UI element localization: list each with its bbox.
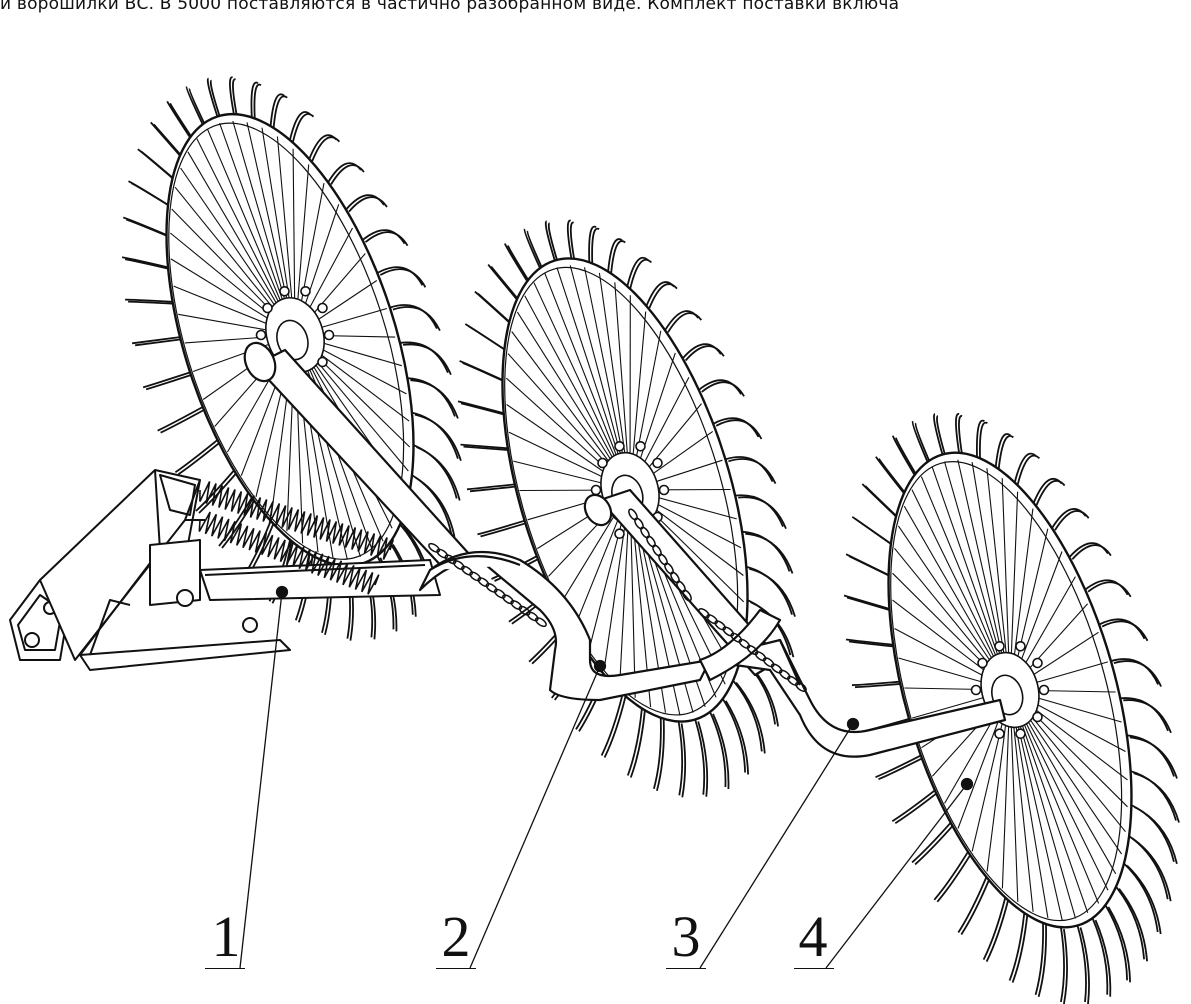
leader-dot-3 <box>846 717 860 731</box>
leader-line-4 <box>825 783 968 969</box>
hitch-frame <box>9 469 441 671</box>
callout-underline-4 <box>794 968 834 969</box>
callout-label-3: 3 <box>671 904 701 969</box>
rake-wheel-right <box>843 413 1180 1004</box>
callout-underline-3 <box>666 968 706 969</box>
leader-line-2 <box>469 665 601 969</box>
leader-dot-2 <box>593 659 607 673</box>
leader-line-1 <box>239 591 283 969</box>
chain <box>428 542 547 628</box>
leader-line-3 <box>699 723 854 969</box>
springs <box>198 481 395 595</box>
leader-dot-1 <box>275 585 289 599</box>
callout-underline-1 <box>205 968 245 969</box>
callout-leaders <box>239 585 974 969</box>
axle-frame <box>243 341 1007 758</box>
chain <box>628 508 692 602</box>
rake-tines <box>457 219 796 798</box>
chains <box>428 508 807 692</box>
callout-label-2: 2 <box>441 904 471 969</box>
callout-label-1: 1 <box>211 904 241 969</box>
chain <box>698 608 807 692</box>
rake-tines <box>843 413 1180 1004</box>
leader-dot-4 <box>960 777 974 791</box>
callout-label-4: 4 <box>798 904 828 969</box>
caption-text: и ворошилки ВС. В 5000 поставляются в ча… <box>0 0 900 14</box>
callout-underline-2 <box>436 968 476 969</box>
